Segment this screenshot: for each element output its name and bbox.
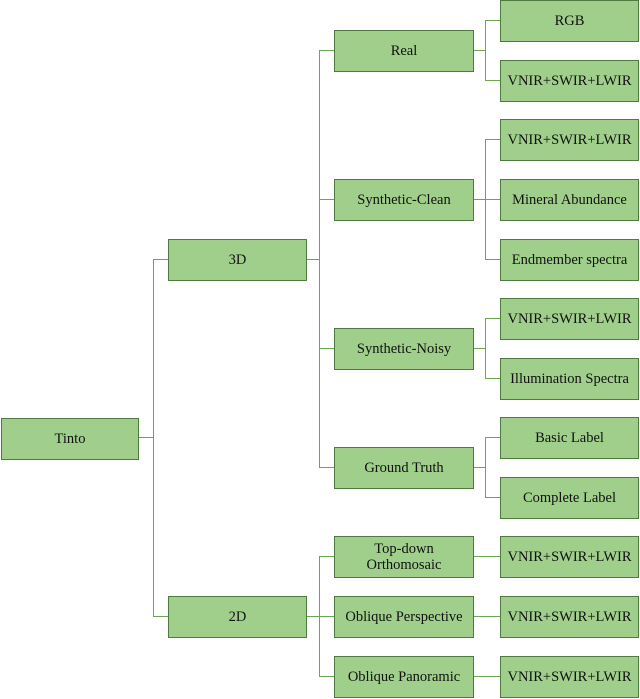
connector-noisy-out — [473, 348, 486, 349]
leaf-rgb: RGB — [500, 0, 639, 42]
node-tinto: Tinto — [1, 418, 139, 460]
leaf-noisy-vnir-swir-lwir: VNIR+SWIR+LWIR — [500, 298, 639, 340]
leaf-real-vnir-swir-lwir: VNIR+SWIR+LWIR — [500, 60, 639, 102]
connector-to-mineral — [485, 199, 500, 200]
connector-real-vertical — [485, 20, 486, 80]
connector-gt-vertical — [485, 437, 486, 497]
leaf-mineral-abundance: Mineral Abundance — [500, 179, 639, 221]
connector-to-oblique-perspective — [319, 616, 334, 617]
connector-noisy-vertical — [485, 318, 486, 378]
node-oblique-perspective: Oblique Perspective — [334, 596, 474, 638]
node-ground-truth: Ground Truth — [334, 447, 474, 489]
connector-to-complete-label — [485, 497, 500, 498]
connector-3d-vertical — [319, 50, 320, 468]
node-3d: 3D — [168, 239, 307, 281]
leaf-perspective-vnir-swir-lwir: VNIR+SWIR+LWIR — [500, 596, 639, 638]
node-top-down-orthomosaic: Top-down Orthomosaic — [334, 536, 474, 578]
connector-2d-out — [306, 616, 320, 617]
connector-root-vertical — [153, 259, 154, 617]
leaf-endmember-spectra: Endmember spectra — [500, 239, 639, 281]
leaf-panoramic-vnir-swir-lwir: VNIR+SWIR+LWIR — [500, 656, 639, 698]
connector-real-out — [473, 50, 486, 51]
connector-to-illumination — [485, 378, 500, 379]
connector-to-oblique-panoramic — [319, 676, 334, 677]
connector-to-3d — [153, 259, 168, 260]
leaf-complete-label: Complete Label — [500, 477, 639, 519]
connector-to-synthetic-noisy — [319, 348, 334, 349]
node-oblique-panoramic: Oblique Panoramic — [334, 656, 474, 698]
leaf-clean-vnir-swir-lwir: VNIR+SWIR+LWIR — [500, 119, 639, 161]
connector-top-down-leaf — [473, 556, 500, 557]
connector-to-top-down — [319, 556, 334, 557]
node-synthetic-clean: Synthetic-Clean — [334, 179, 474, 221]
connector-gt-out — [473, 467, 486, 468]
leaf-illumination-spectra: Illumination Spectra — [500, 358, 639, 400]
connector-to-2d — [153, 616, 168, 617]
connector-to-clean-vnir — [485, 139, 500, 140]
connector-to-real-vnir — [485, 80, 500, 81]
connector-to-noisy-vnir — [485, 318, 500, 319]
connector-3d-out — [306, 259, 320, 260]
node-real: Real — [334, 30, 474, 72]
connector-to-basic-label — [485, 437, 500, 438]
connector-perspective-leaf — [473, 616, 500, 617]
connector-to-rgb — [485, 20, 500, 21]
leaf-top-down-vnir-swir-lwir: VNIR+SWIR+LWIR — [500, 536, 639, 578]
connector-to-endmember — [485, 259, 500, 260]
connector-panoramic-leaf — [473, 676, 500, 677]
connector-to-synthetic-clean — [319, 199, 334, 200]
node-2d: 2D — [168, 596, 307, 638]
leaf-basic-label: Basic Label — [500, 417, 639, 459]
node-synthetic-noisy: Synthetic-Noisy — [334, 328, 474, 370]
connector-to-ground-truth — [319, 467, 334, 468]
connector-to-real — [319, 50, 334, 51]
connector-root — [138, 437, 154, 438]
connector-clean-out — [473, 199, 486, 200]
